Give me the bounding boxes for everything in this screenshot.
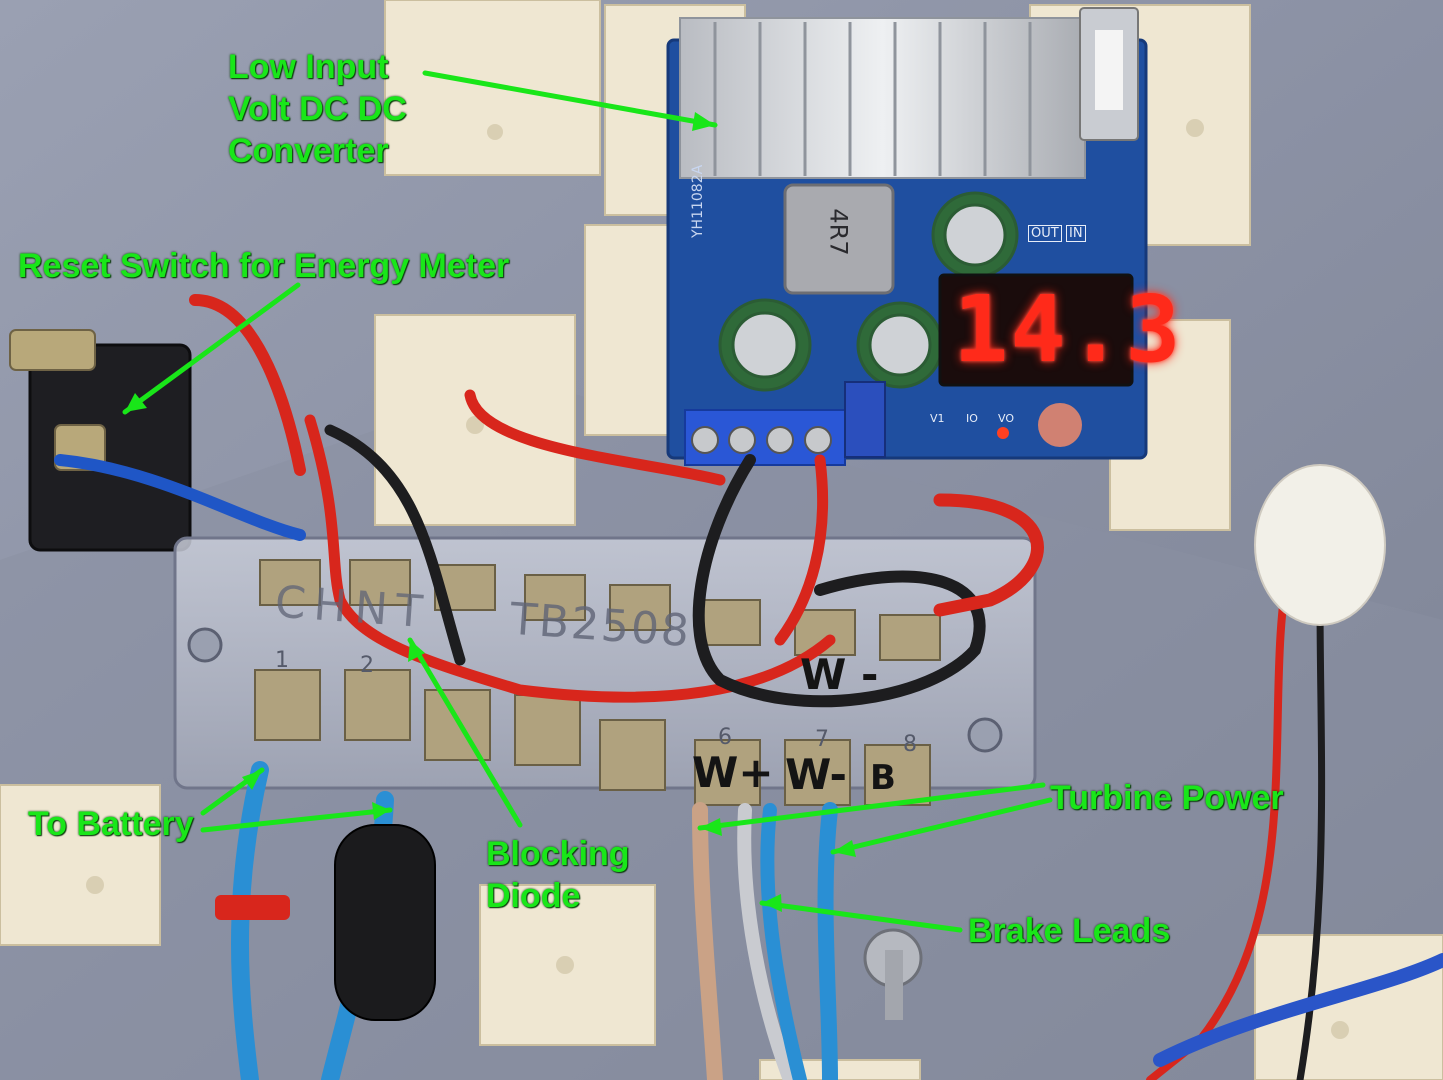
board-model-label: YH11082A [690, 164, 706, 238]
in-label: IN [1066, 225, 1086, 242]
brake-leads-annotation: Brake Leads [968, 912, 1171, 950]
potentiometer [844, 381, 886, 458]
dc-dc-converter-board [666, 7, 1148, 466]
inductor [783, 183, 895, 295]
ferrite-bead [334, 824, 436, 1021]
heatsink [679, 17, 1086, 179]
out-label: OUT [1028, 225, 1062, 242]
led-label-v1: V1 [930, 412, 945, 425]
terminal-number-8: 8 [903, 732, 917, 757]
display-reading: 14.3 [953, 276, 1183, 383]
led-label-vo: VO [998, 412, 1014, 425]
terminal-number-1: 1 [275, 648, 289, 673]
reset-switch-annotation: Reset Switch for Energy Meter [18, 247, 510, 285]
callout-arrows [122, 70, 1053, 933]
handwritten-w-minus: W- [785, 750, 847, 799]
mounting-bolt [863, 928, 923, 1020]
wires [54, 294, 1443, 1080]
converter-annotation: Low Input Volt DC DC Converter [228, 48, 407, 170]
callout-arrowheads [125, 112, 856, 912]
handwritten-b: B [870, 758, 896, 798]
terminal-number-2: 2 [360, 653, 374, 678]
terminal-block-brand: CHNT [273, 576, 433, 639]
handwritten-w-plus: W+ [692, 748, 774, 797]
terminal-number-6: 6 [718, 725, 732, 750]
diode-annotation: Blocking Diode [486, 835, 630, 915]
led-label-io: IO [966, 412, 978, 425]
led-display [938, 273, 1134, 387]
turbine-power-annotation: Turbine Power [1050, 779, 1284, 817]
terminal-number-7: 7 [815, 727, 829, 752]
reset-switch [9, 329, 192, 552]
handwritten-upper-mark: W - [800, 650, 879, 699]
battery-annotation: To Battery [28, 805, 194, 843]
inductor-code-label: 4R7 [824, 208, 853, 256]
cotton-insulation [1254, 464, 1386, 626]
terminal-block [173, 536, 1037, 806]
